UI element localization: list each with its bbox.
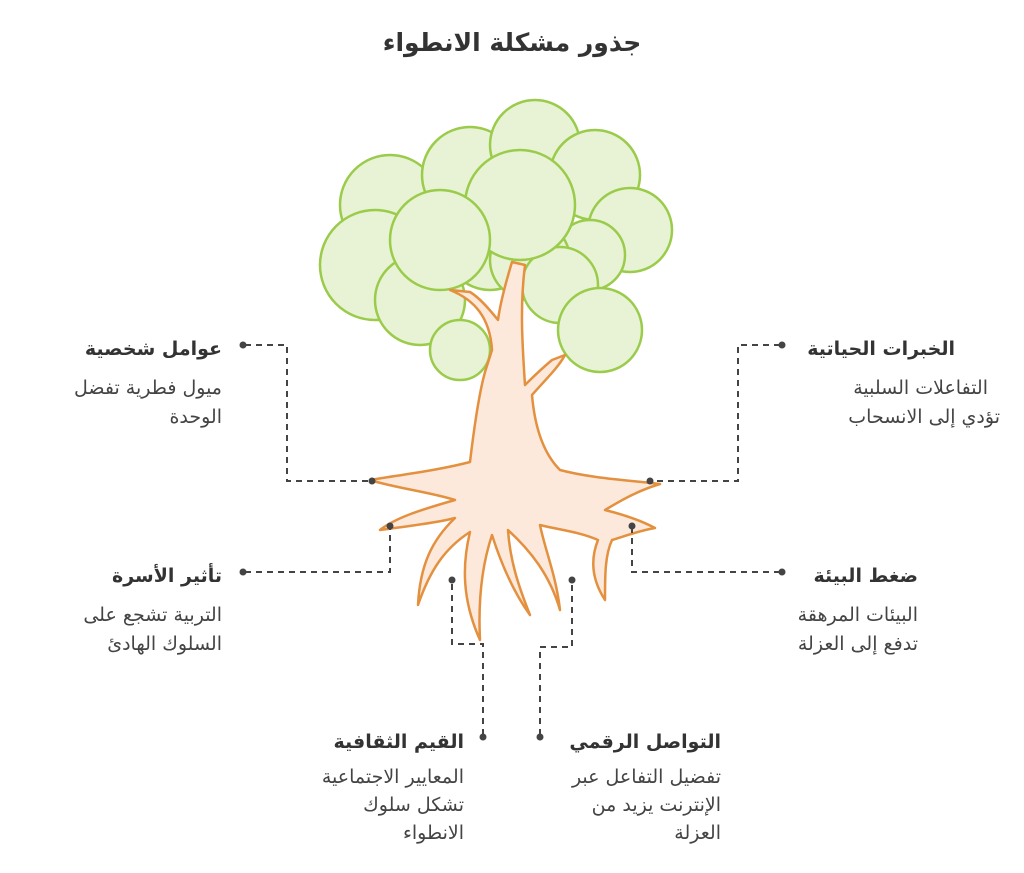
family-influence-description: التربية تشجع على السلوك الهادئ	[83, 604, 222, 655]
personal-factors-heading: عوامل شخصية	[84, 338, 222, 360]
personal-factors-description: ميول فطرية تفضل الوحدة	[73, 377, 222, 428]
environment-pressure-description: البيئات المرهقة تدفع إلى العزلة	[797, 604, 918, 655]
life-experiences-description: التفاعلات السلبية تؤدي إلى الانسحاب	[848, 377, 1000, 428]
tree-canopy	[318, 98, 674, 382]
environment-pressure-heading: ضغط البيئة	[813, 565, 918, 587]
label-cultural-values: القيم الثقافية المعايير الاجتماعية تشكل …	[322, 731, 464, 847]
life-experiences-heading: الخبرات الحياتية	[807, 338, 955, 360]
label-life-experiences: الخبرات الحياتية التفاعلات السلبية تؤدي …	[807, 338, 1000, 432]
label-family-influence: تأثير الأسرة التربية تشجع على السلوك اله…	[83, 565, 222, 659]
digital-communication-heading: التواصل الرقمي	[569, 731, 721, 753]
tree-trunk	[368, 260, 662, 642]
label-environment-pressure: ضغط البيئة البيئات المرهقة تدفع إلى العز…	[798, 565, 918, 659]
page-title: جذور مشكلة الانطواء	[382, 28, 642, 57]
label-personal-factors: عوامل شخصية ميول فطرية تفضل الوحدة	[74, 338, 222, 432]
cultural-values-description: المعايير الاجتماعية تشكل سلوك الانطواء	[321, 766, 464, 844]
cultural-values-heading: القيم الثقافية	[333, 731, 464, 753]
digital-communication-description: تفضيل التفاعل عبر الإنترنت يزيد من العزل…	[571, 766, 721, 844]
family-influence-heading: تأثير الأسرة	[112, 565, 222, 587]
connector-dots	[239, 341, 786, 741]
label-digital-communication: التواصل الرقمي تفضيل التفاعل عبر الإنترن…	[569, 731, 721, 847]
connectors	[245, 344, 780, 735]
